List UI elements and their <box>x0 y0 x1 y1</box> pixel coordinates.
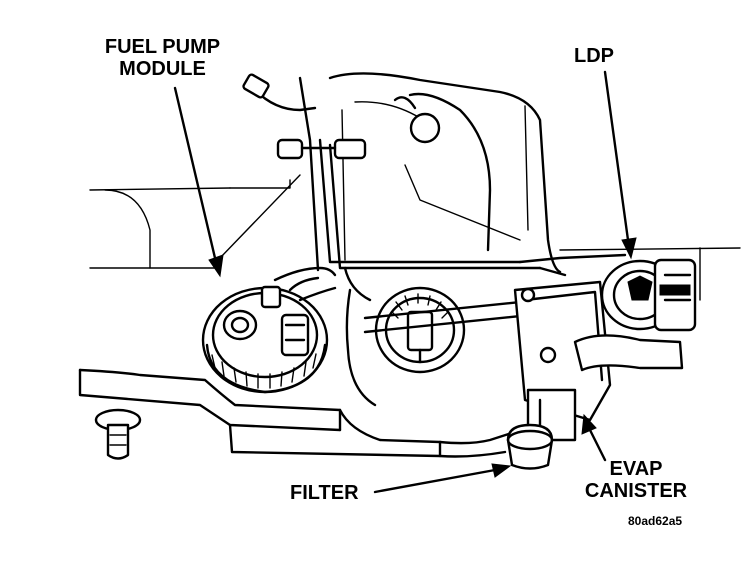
arrow-ldp <box>621 237 637 260</box>
ldp-label: LDP <box>574 45 614 67</box>
evap-canister <box>513 280 684 442</box>
evap-canister-label: EVAP CANISTER <box>580 458 692 502</box>
arrow-filter <box>491 463 512 478</box>
fuel-pump-module <box>201 285 329 394</box>
evap-canister-label-line1: EVAP <box>609 458 663 480</box>
figure-code: 80ad62a5 <box>628 514 683 528</box>
fuel-tank <box>78 72 562 458</box>
arrow-fuel-pump-module <box>208 254 224 278</box>
leader-arrows <box>173 70 637 494</box>
filter-element <box>506 423 554 470</box>
evap-canister-label-line2: CANISTER <box>584 480 688 502</box>
wiring-and-lines <box>242 73 627 302</box>
fuel-pump-module-label-line1: FUEL PUMP <box>104 36 221 58</box>
vehicle-frame-lines <box>89 164 741 301</box>
arrow-evap-canister <box>581 413 597 435</box>
fuel-pump-module-label: FUEL PUMP MODULE <box>90 36 235 80</box>
fuel-pump-module-label-line2: MODULE <box>119 58 206 80</box>
filter-label: FILTER <box>290 482 359 504</box>
leak-detection-pump <box>600 258 697 332</box>
mounting-fitting <box>94 408 142 460</box>
